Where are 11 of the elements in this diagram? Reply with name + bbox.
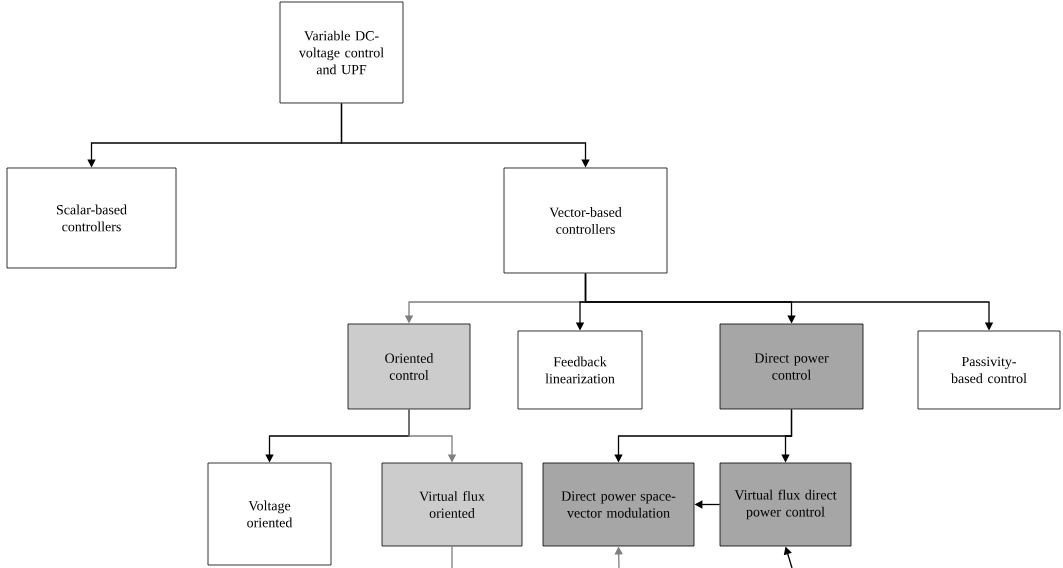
process-box: Scalar-based controllers — [6, 167, 177, 269]
process-box: Vector-based controllers — [503, 167, 668, 274]
shaded-box: Virtual flux direct power control — [719, 462, 852, 547]
process-box: Voltage oriented — [207, 462, 332, 566]
process-box: Passivity-based control — [917, 330, 1061, 410]
shaded-box: Virtual flux oriented — [381, 462, 523, 547]
shaded-box: Direct power space-vector modulation — [542, 462, 695, 547]
shaded-box: Oriented control — [347, 323, 471, 410]
process-box: Variable DC-voltage control and UPF — [279, 1, 404, 104]
shaded-box: Direct power control — [719, 323, 864, 410]
process-box: Feedback linearization — [517, 330, 643, 410]
